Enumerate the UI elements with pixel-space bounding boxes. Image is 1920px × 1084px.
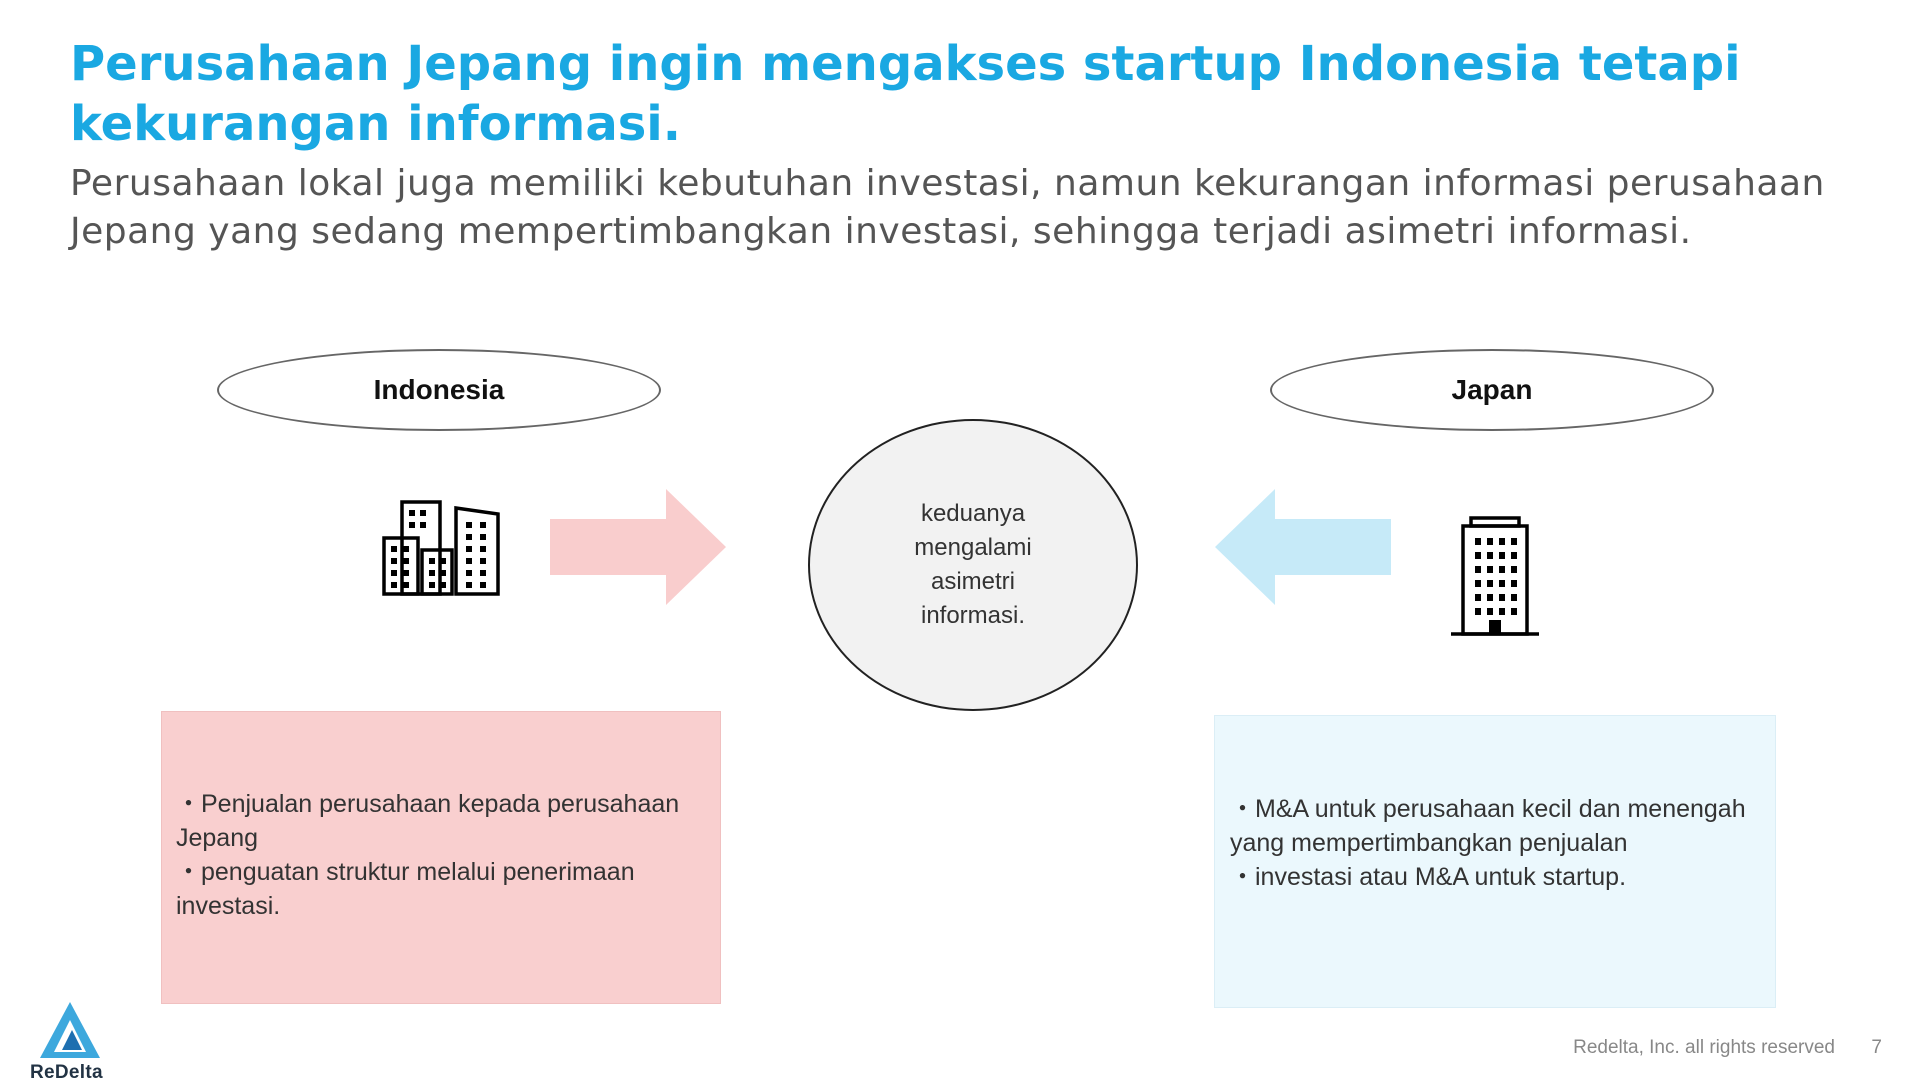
office-building-icon bbox=[1451, 516, 1539, 636]
buildings-icon bbox=[382, 500, 500, 596]
asymmetry-circle: keduanya mengalami asimetri informasi. bbox=[808, 419, 1138, 711]
arrow-right-icon bbox=[550, 489, 726, 605]
asymmetry-text: keduanya mengalami asimetri informasi. bbox=[914, 500, 1032, 629]
copyright-text: Redelta, Inc. all rights reserved bbox=[1573, 1037, 1835, 1058]
japan-needs-box: ・M&A untuk perusahaan kecil dan menengah… bbox=[1214, 715, 1776, 1008]
japan-label: Japan bbox=[1270, 349, 1714, 431]
redelta-logo-icon bbox=[40, 1002, 100, 1058]
slide-title: Perusahaan Jepang ingin mengakses startu… bbox=[70, 36, 1741, 152]
arrow-left-icon bbox=[1215, 489, 1391, 605]
japan-needs-text: ・M&A untuk perusahaan kecil dan menengah… bbox=[1230, 795, 1746, 891]
slide-subtitle: Perusahaan lokal juga memiliki kebutuhan… bbox=[70, 163, 1825, 252]
indonesia-needs-box: ・Penjualan perusahaan kepada perusahaan … bbox=[161, 711, 721, 1004]
indonesia-label: Indonesia bbox=[217, 349, 661, 431]
logo-text: ReDelta bbox=[30, 1062, 103, 1083]
indonesia-needs-text: ・Penjualan perusahaan kepada perusahaan … bbox=[176, 790, 680, 920]
page-number: 7 bbox=[1871, 1037, 1882, 1058]
